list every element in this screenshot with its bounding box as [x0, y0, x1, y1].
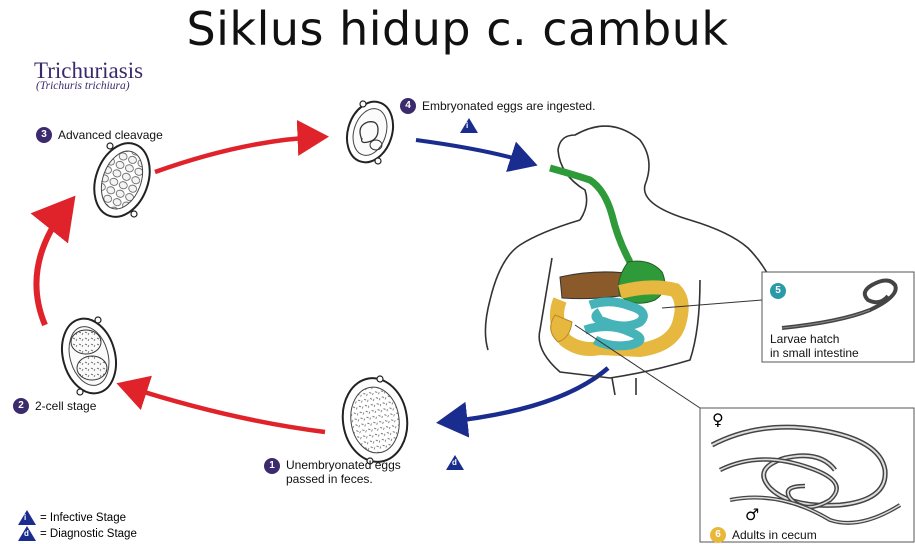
stage-2-text: 2-cell stage — [35, 399, 96, 413]
stage-2-number: 2 — [13, 398, 29, 414]
arrow-host-to-1 — [445, 368, 608, 422]
arrow-4-to-host — [416, 140, 530, 163]
esophagus — [550, 168, 630, 262]
stage-4-label: 4 Embryonated eggs are ingested. — [400, 98, 595, 114]
legend-diagnostic-icon: d — [18, 526, 36, 541]
male-symbol: ♂ — [745, 505, 759, 524]
stage-4-text: Embryonated eggs are ingested. — [422, 99, 595, 113]
egg-stage-4 — [339, 96, 400, 169]
arrow-3-to-4 — [155, 137, 320, 172]
legend-infective-text: = Infective Stage — [40, 512, 126, 524]
stage-5-number: 5 — [770, 283, 786, 299]
stage-6-number: 6 — [710, 527, 726, 543]
stage-1-label: 1 Unembryonated eggs passed in feces. — [264, 458, 401, 486]
legend: i = Infective Stage d = Diagnostic Stage — [18, 510, 137, 541]
diagnostic-marker-letter: d — [452, 458, 457, 467]
legend-infective-letter: i — [24, 513, 26, 522]
stage-6-text: Adults in cecum — [732, 528, 817, 542]
infective-marker-letter: i — [466, 121, 468, 130]
stage-5-text-line2: in small intestine — [770, 346, 859, 360]
arrow-1-to-2 — [125, 386, 325, 432]
stage-3-label: 3 Advanced cleavage — [36, 127, 163, 143]
legend-diagnostic-text: = Diagnostic Stage — [40, 528, 137, 540]
diagnostic-marker-icon: d — [446, 455, 464, 470]
egg-stage-2 — [54, 313, 124, 400]
stage-3-number: 3 — [36, 127, 52, 143]
legend-diagnostic: d = Diagnostic Stage — [18, 526, 137, 541]
small-intestine — [585, 302, 643, 346]
legend-diagnostic-letter: d — [24, 529, 29, 538]
stage-4-number: 4 — [400, 98, 416, 114]
stage-3-text: Advanced cleavage — [58, 128, 163, 142]
female-symbol: ♀ — [712, 410, 724, 429]
stage-2-label: 2 2-cell stage — [13, 398, 96, 414]
stage-6-label: 6 Adults in cecum — [710, 527, 817, 543]
stage-1-text-line1: Unembryonated eggs — [286, 458, 401, 472]
stage-1-number: 1 — [264, 458, 280, 474]
stage-5-label: Larvae hatch in small intestine — [770, 332, 859, 360]
legend-infective-icon: i — [18, 510, 36, 525]
infective-marker-icon: i — [460, 118, 478, 133]
stage-5-text-line1: Larvae hatch — [770, 332, 839, 346]
egg-stage-1 — [337, 374, 412, 466]
arrow-2-to-3 — [36, 205, 68, 325]
stage-5-number-wrap: 5 — [770, 280, 786, 299]
egg-stage-3 — [85, 135, 160, 224]
legend-infective: i = Infective Stage — [18, 510, 137, 525]
stage-1-text-line2: passed in feces. — [286, 472, 373, 486]
